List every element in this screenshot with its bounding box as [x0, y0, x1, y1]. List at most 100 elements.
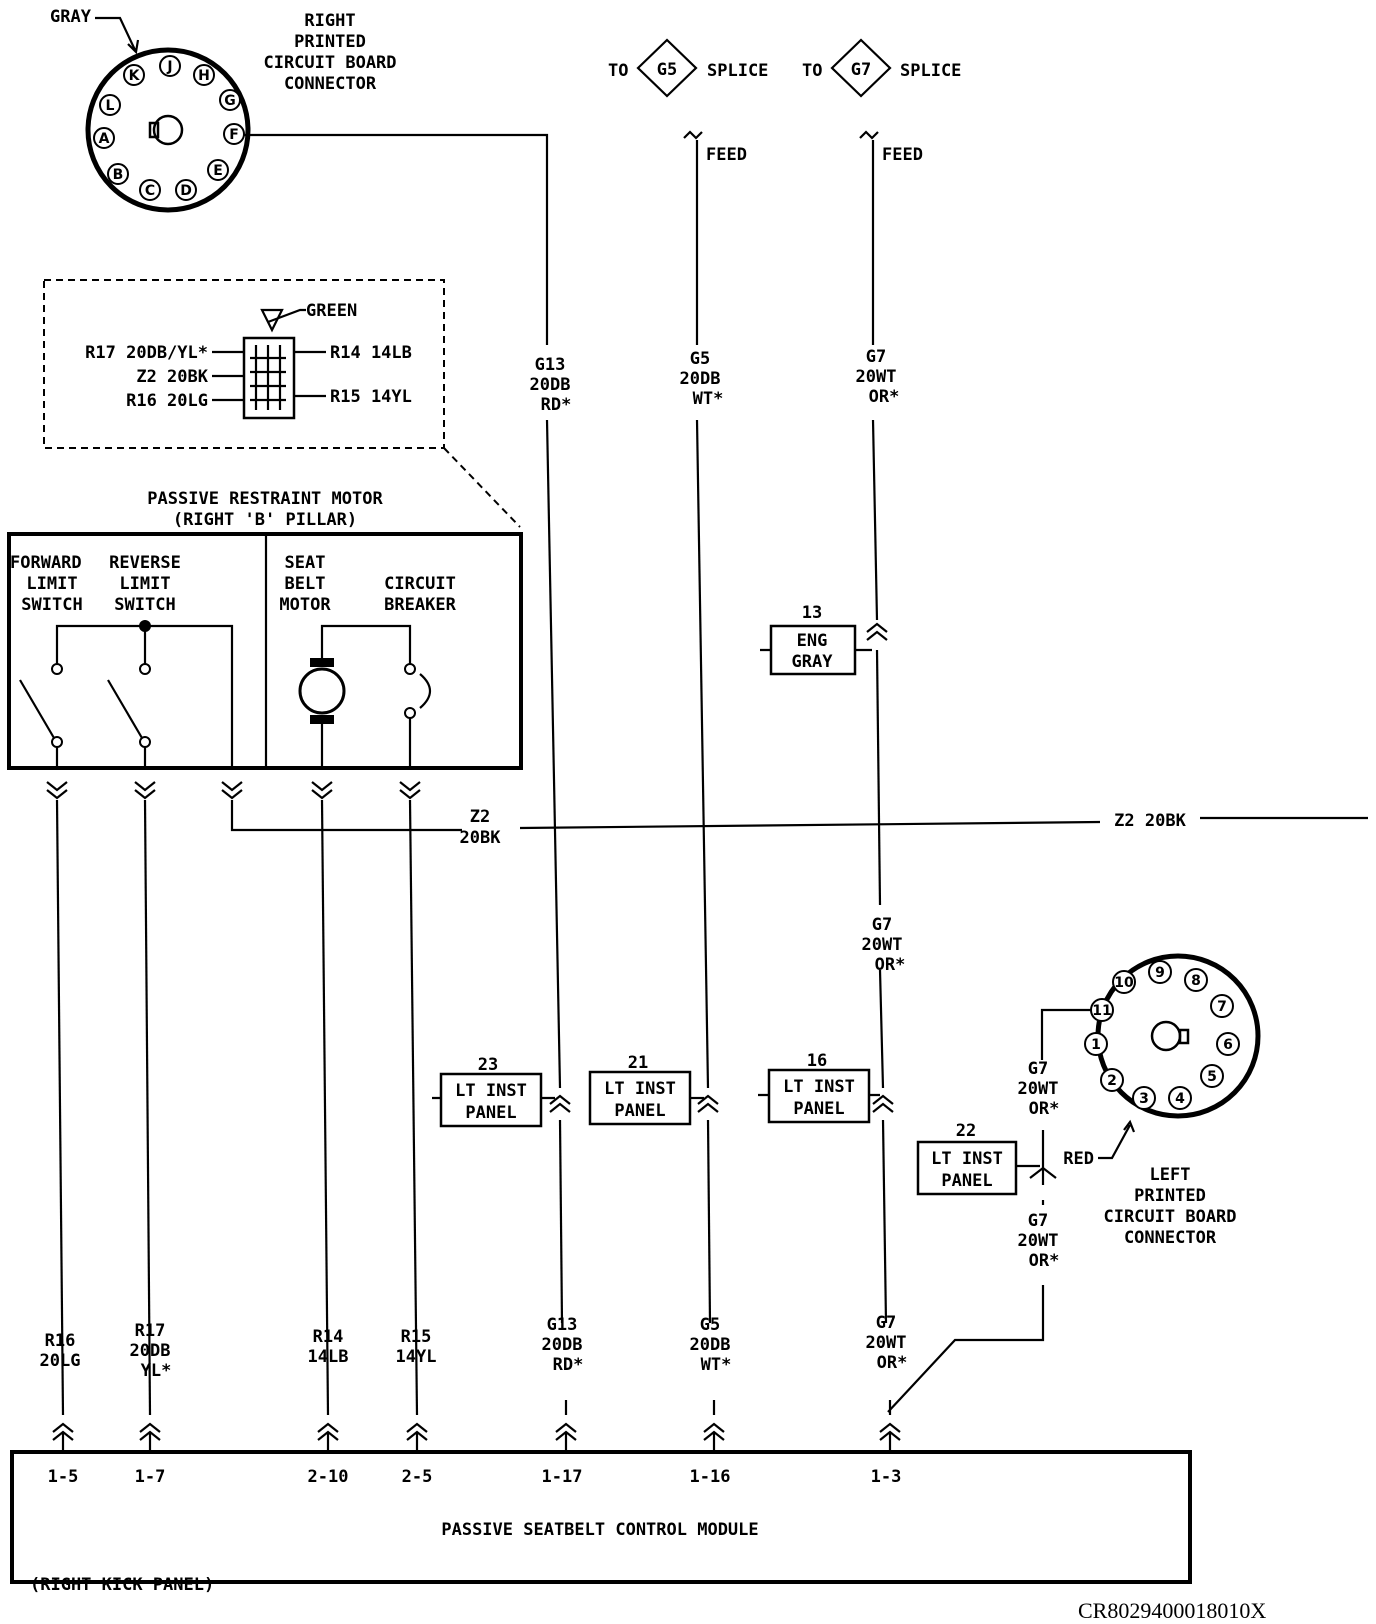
- g7-conn-upper-2: 20WT: [1018, 1079, 1059, 1099]
- box-21-num: 21: [628, 1053, 648, 1073]
- pin-2-label: 2: [1107, 1073, 1117, 1089]
- left-pcb-title-4: CONNECTOR: [1124, 1228, 1217, 1248]
- g7-conn-upper-3: OR*: [1029, 1099, 1060, 1119]
- g7-splice-label: SPLICE: [900, 61, 961, 81]
- module-pin-1-7: 1-7: [135, 1467, 166, 1487]
- reverse-label-2: LIMIT: [119, 574, 170, 594]
- g7-conn-lower-1: G7: [1028, 1211, 1048, 1231]
- pin-d-label: D: [180, 183, 192, 199]
- connector-down-chevron: [221, 781, 243, 800]
- bottom-label-6-2: OR*: [877, 1353, 908, 1373]
- forward-label-2: LIMIT: [26, 574, 77, 594]
- pin-k-label: K: [129, 68, 141, 84]
- module-pin-2-5: 2-5: [402, 1467, 433, 1487]
- connector-up-chevron: [866, 622, 888, 641]
- bottom-label-1-1: 20DB: [130, 1341, 171, 1361]
- z2-right: Z2 20BK: [1114, 811, 1186, 831]
- pin-8-circle: [1184, 968, 1208, 992]
- figure-code: CR8029400018010X: [1078, 1598, 1266, 1623]
- connector-up-chevron: [872, 1094, 894, 1113]
- green-pin-r17: R17 20DB/YL*: [85, 343, 208, 363]
- pin-f-label: F: [229, 127, 239, 143]
- module-pin-1-17: 1-17: [542, 1467, 583, 1487]
- pin-h-label: H: [198, 68, 210, 84]
- g5-splice: TO G5 SPLICE FEED: [608, 38, 768, 165]
- g7-top-3: OR*: [869, 387, 900, 407]
- g5-splice-label: SPLICE: [707, 61, 768, 81]
- forward-label-3: SWITCH: [21, 595, 82, 615]
- bottom-label-5-2: WT*: [701, 1355, 732, 1375]
- g7-conn-lower-3: OR*: [1029, 1251, 1060, 1271]
- connector-box-22: 22 LT INST PANEL: [916, 1121, 1040, 1196]
- gray-label: GRAY: [50, 7, 92, 27]
- module-title: PASSIVE SEATBELT CONTROL MODULE: [441, 1520, 758, 1540]
- passive-restraint-motor: PASSIVE RESTRAINT MOTOR (RIGHT 'B' PILLA…: [7, 489, 523, 770]
- box-21-line-2: PANEL: [614, 1101, 665, 1121]
- g7-top-2: 20WT: [856, 367, 897, 387]
- pin-1-circle: [1084, 1032, 1108, 1056]
- wires: [55, 419, 1368, 1416]
- g7-mid-3: OR*: [875, 955, 906, 975]
- connector-box-16: 16 LT INST PANEL: [758, 1051, 880, 1124]
- module-pin-leads: [61, 1432, 892, 1452]
- g7-feed-label: FEED: [882, 145, 923, 165]
- g5-top-2: 20DB: [680, 369, 721, 389]
- g5-feed-label: FEED: [706, 145, 747, 165]
- bottom-label-5-1: 20DB: [690, 1335, 731, 1355]
- pin-11-label: 11: [1092, 1003, 1111, 1019]
- bottom-label-2-1: 14LB: [308, 1347, 349, 1367]
- module-pin-1-5: 1-5: [48, 1467, 79, 1487]
- g5-splice-id: G5: [657, 60, 677, 80]
- box-23-line-1: LT INST: [455, 1081, 527, 1101]
- connector-box-13: 13 ENG GRAY: [760, 603, 872, 676]
- box-16-line-2: PANEL: [793, 1099, 844, 1119]
- motor-title-2: (RIGHT 'B' PILLAR): [173, 510, 357, 530]
- box-21-line-1: LT INST: [604, 1079, 676, 1099]
- box-16-num: 16: [807, 1051, 827, 1071]
- pin-1-label: 1: [1091, 1037, 1101, 1053]
- g7-mid-2: 20WT: [862, 935, 903, 955]
- pin-10-circle: [1112, 970, 1136, 994]
- left-pcb-title-1: LEFT: [1150, 1165, 1191, 1185]
- box-13-line-1: ENG: [797, 631, 828, 651]
- pin-a-circle: [93, 127, 115, 149]
- pin-2-circle: [1100, 1068, 1124, 1092]
- pin-6-circle: [1216, 1032, 1240, 1056]
- pin-9-circle: [1148, 960, 1172, 984]
- reverse-label-3: SWITCH: [114, 595, 175, 615]
- reverse-label-1: REVERSE: [109, 553, 181, 573]
- box-13-num: 13: [802, 603, 822, 623]
- connector-chevrons: [46, 622, 901, 1452]
- pin-h-circle: [193, 64, 215, 86]
- pin-d-circle: [175, 179, 197, 201]
- module-pin-2-10: 2-10: [308, 1467, 349, 1487]
- motor-title-1: PASSIVE RESTRAINT MOTOR: [147, 489, 383, 509]
- box-13-line-2: GRAY: [792, 652, 834, 672]
- pin-e-label: E: [213, 163, 223, 179]
- pin-8-label: 8: [1191, 973, 1201, 989]
- module-pin-1-3: 1-3: [871, 1467, 902, 1487]
- box-23-num: 23: [478, 1055, 498, 1075]
- connector-box-21: 21 LT INST PANEL: [588, 1053, 704, 1126]
- box-16-line-1: LT INST: [783, 1077, 855, 1097]
- left-pcb-title-3: CIRCUIT BOARD: [1103, 1207, 1236, 1227]
- g5-to-label: TO: [608, 61, 628, 81]
- pin-10-label: 10: [1114, 975, 1134, 991]
- pin-b-circle: [107, 163, 129, 185]
- g7-to-label: TO: [802, 61, 822, 81]
- right-pcb-title-3: CIRCUIT BOARD: [263, 53, 396, 73]
- pin-j-label: J: [166, 59, 172, 75]
- pin-11-circle: [1090, 998, 1114, 1022]
- pin-3-label: 3: [1139, 1091, 1149, 1107]
- right-pcb-title-4: CONNECTOR: [284, 74, 377, 94]
- green-pin-r15: R15 14YL: [330, 387, 412, 407]
- pin-l-label: L: [106, 98, 115, 114]
- pin-k-circle: [123, 64, 145, 86]
- box-22-line-2: PANEL: [941, 1171, 992, 1191]
- bottom-label-0-1: 20LG: [40, 1351, 81, 1371]
- forward-label-1: FORWARD: [10, 553, 82, 573]
- g7-conn-lower-2: 20WT: [1018, 1231, 1059, 1251]
- bottom-label-4-1: 20DB: [542, 1335, 583, 1355]
